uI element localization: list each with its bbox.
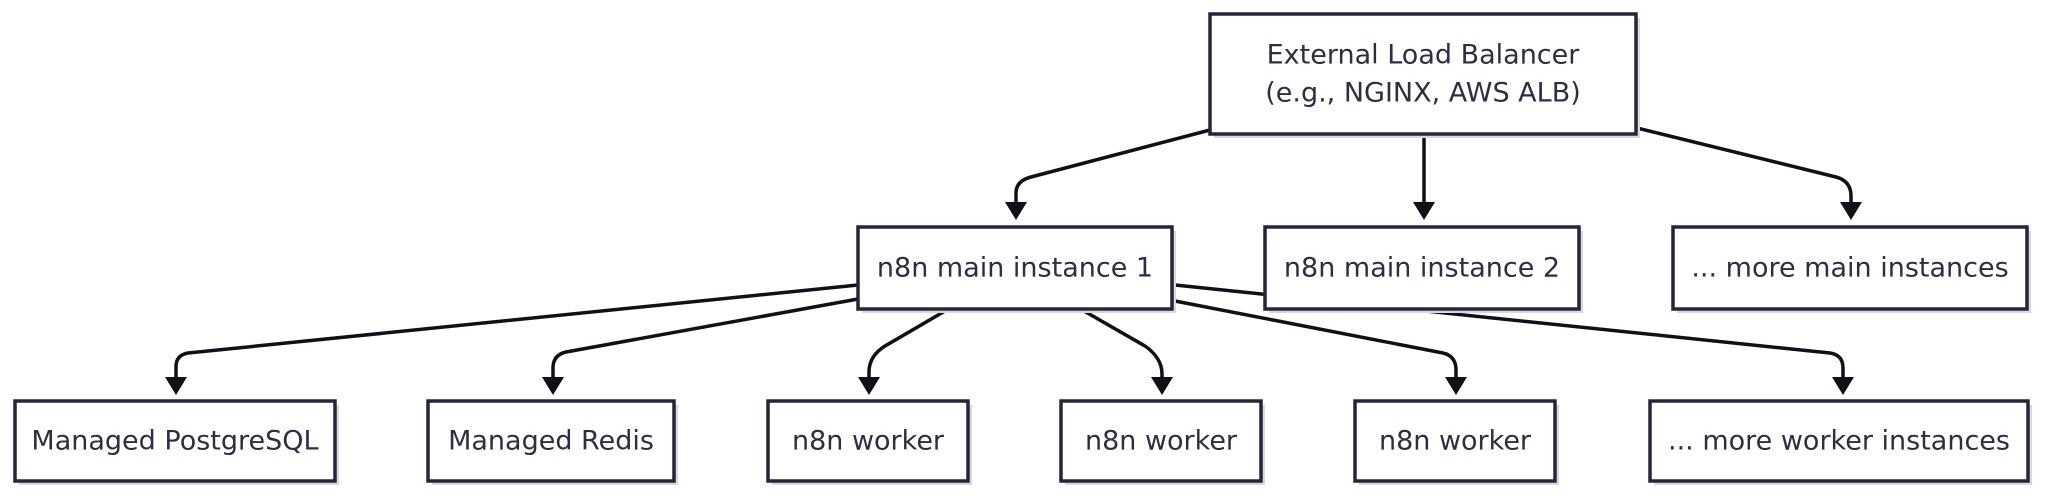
load-balancer-title: External Load Balancer: [1267, 40, 1581, 71]
edge-main1-to-worker-more: [1173, 283, 1845, 385]
edges: [165, 126, 1862, 395]
arrowhead-worker2: [1151, 377, 1173, 395]
managed-postgresql-label: Managed PostgreSQL: [31, 426, 318, 457]
node-main-instance-2[interactable]: n8n main instance 2: [1263, 225, 1583, 313]
load-balancer-subtitle: (e.g., NGINX, AWS ALB): [1265, 78, 1581, 109]
node-main-instance-1[interactable]: n8n main instance 1: [856, 225, 1176, 313]
edge-main1-to-postgres: [174, 283, 860, 385]
edge-main1-to-redis: [551, 297, 860, 385]
worker-2-label: n8n worker: [1085, 426, 1238, 457]
more-main-instances-label: ... more main instances: [1691, 253, 2008, 284]
arrowhead-worker3: [1445, 377, 1467, 395]
worker-3-label: n8n worker: [1379, 426, 1532, 457]
main-instance-2-label: n8n main instance 2: [1284, 253, 1560, 284]
arrowhead-redis: [542, 377, 564, 395]
node-more-worker-instances[interactable]: ... more worker instances: [1648, 399, 2032, 485]
managed-redis-label: Managed Redis: [448, 426, 654, 457]
arrowhead-main2: [1413, 202, 1435, 220]
arrowhead-main1: [1005, 202, 1027, 220]
more-worker-instances-label: ... more worker instances: [1668, 426, 2010, 457]
node-worker-1[interactable]: n8n worker: [766, 399, 972, 485]
worker-1-label: n8n worker: [792, 426, 945, 457]
node-managed-redis[interactable]: Managed Redis: [426, 399, 678, 485]
node-managed-postgresql[interactable]: Managed PostgreSQL: [13, 399, 339, 485]
arrowhead-worker1: [858, 377, 880, 395]
nodes: External Load Balancer (e.g., NGINX, AWS…: [13, 12, 2032, 485]
node-more-main-instances[interactable]: ... more main instances: [1671, 225, 2031, 313]
edge-main1-to-worker2: [1082, 309, 1164, 385]
edge-lb-to-main1: [1014, 128, 1212, 210]
edge-main1-to-worker3: [1173, 299, 1458, 385]
node-worker-2[interactable]: n8n worker: [1059, 399, 1265, 485]
node-worker-3[interactable]: n8n worker: [1353, 399, 1559, 485]
edge-lb-to-main-more: [1635, 126, 1853, 210]
node-load-balancer[interactable]: External Load Balancer (e.g., NGINX, AWS…: [1208, 12, 1640, 138]
edge-main1-to-worker1: [867, 309, 947, 385]
arrowhead-postgres: [165, 377, 187, 395]
arrowhead-worker-more: [1832, 377, 1854, 395]
arrowhead-main-more: [1840, 202, 1862, 220]
main-instance-1-label: n8n main instance 1: [877, 253, 1153, 284]
